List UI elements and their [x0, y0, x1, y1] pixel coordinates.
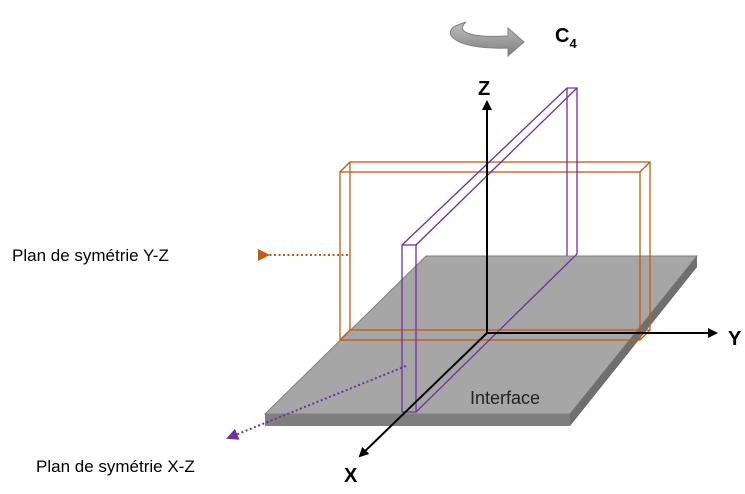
plane-yz-label: Plan de symétrie Y-Z	[12, 246, 169, 265]
x-axis	[358, 332, 488, 458]
c4-label: C4	[555, 25, 577, 51]
y-axis-label: Y	[728, 328, 742, 350]
x-axis-label: X	[344, 465, 358, 487]
interface-label: Interface	[470, 388, 540, 408]
z-axis-label: Z	[478, 78, 490, 100]
axes	[358, 100, 718, 458]
plane-xz	[401, 87, 578, 413]
plane-xz-pointer	[226, 365, 407, 440]
plane-xz-label: Plan de symétrie X-Z	[36, 457, 195, 476]
rotation-arrow-icon	[449, 21, 525, 58]
interface-plane	[263, 255, 699, 426]
